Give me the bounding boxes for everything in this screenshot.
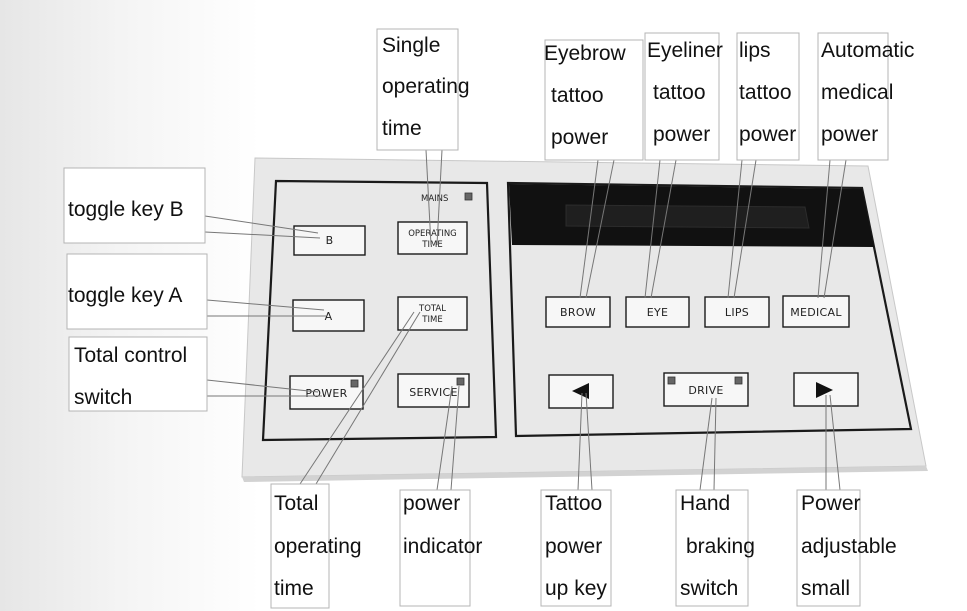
callout-automatic-medical-power-line2: medical — [821, 81, 893, 104]
right-section-frame — [506, 181, 913, 438]
callout-tattoo-power-up-key-line2: power — [545, 535, 602, 558]
callout-automatic-medical-power-line3: power — [821, 123, 878, 146]
medical-button-label: MEDICAL — [790, 306, 842, 319]
lips-button-label: LIPS — [725, 306, 749, 319]
callout-eyebrow-tattoo-power-line1: Eyebrow — [544, 42, 627, 65]
mains-led — [464, 192, 473, 201]
leader-lines — [204, 149, 847, 491]
service-button-label: SERVICE — [409, 386, 457, 399]
callout-power-adjustable-small-line2: adjustable — [801, 535, 897, 558]
power-button-label: POWER — [305, 387, 347, 400]
callout-eyeliner-tattoo-power-line2: tattoo — [653, 81, 706, 104]
callout-total-operating-time-line2: operating — [274, 535, 362, 558]
panel-shadow — [242, 466, 928, 482]
power-button[interactable]: POWER — [289, 375, 364, 410]
service-led — [456, 377, 465, 386]
callout-box-power-indicator — [399, 489, 471, 607]
power-led — [350, 379, 359, 388]
total-time-label-line2: TIME — [421, 315, 442, 325]
total-time-label-line1: TOTAL — [418, 304, 446, 314]
left-section-frame — [261, 179, 498, 442]
callout-single-operating-time-line2: operating — [382, 75, 470, 98]
b-button-label: B — [326, 234, 334, 247]
drive-button[interactable]: DRIVE — [663, 372, 749, 407]
callout-total-operating-time-line3: time — [274, 577, 314, 600]
callout-single-operating-time-line1: Single — [382, 34, 440, 57]
eye-button-label: EYE — [647, 306, 669, 319]
callout-box-hand-braking-switch — [675, 489, 749, 607]
brow-button[interactable]: BROW — [545, 296, 611, 328]
lips-button[interactable]: LIPS — [704, 296, 770, 328]
b-button[interactable]: B — [293, 225, 366, 256]
callout-eyebrow-tattoo-power-line2: tattoo — [551, 84, 604, 107]
callout-box-lips-tattoo-power — [736, 32, 800, 161]
callout-box-eyebrow-tattoo-power — [544, 39, 644, 161]
operating-time-label-line1: OPERATING — [408, 229, 457, 239]
callout-eyeliner-tattoo-power-line1: Eyeliner — [647, 39, 723, 62]
callout-hand-braking-switch-line2: braking — [686, 535, 755, 558]
total-time-button[interactable]: TOTAL TIME — [397, 296, 468, 331]
callout-power-adjustable-small-line3: small — [801, 577, 850, 600]
right-arrow-icon — [816, 382, 833, 398]
medical-button[interactable]: MEDICAL — [782, 295, 850, 328]
callout-total-control-switch-line2: switch — [74, 386, 132, 409]
callout-total-control-switch-line1: Total control — [74, 344, 187, 367]
drive-led-right — [734, 376, 743, 385]
eye-button[interactable]: EYE — [625, 296, 690, 328]
callout-lips-tattoo-power-line3: power — [739, 123, 796, 146]
callout-hand-braking-switch-line3: switch — [680, 577, 738, 600]
power-up-arrow-button[interactable] — [548, 374, 614, 409]
mains-label: MAINS — [421, 194, 448, 204]
callout-box-total-control-switch — [68, 336, 208, 412]
callout-power-indicator-line1: power — [403, 492, 460, 515]
callout-automatic-medical-power-line1: Automatic — [821, 39, 914, 62]
callout-lips-tattoo-power-line2: tattoo — [739, 81, 792, 104]
left-arrow-icon — [572, 383, 589, 399]
callout-box-eyeliner-tattoo-power — [644, 32, 720, 161]
callout-box-single-operating-time — [376, 28, 459, 151]
drive-button-label: DRIVE — [688, 384, 723, 397]
callout-toggle-key-a: toggle key A — [68, 284, 182, 307]
callout-total-operating-time-line1: Total — [274, 492, 318, 515]
callout-box-toggle-key-b — [63, 167, 206, 244]
service-button[interactable]: SERVICE — [397, 373, 470, 408]
callout-eyebrow-tattoo-power-line3: power — [551, 126, 608, 149]
callout-tattoo-power-up-key-line3: up key — [545, 577, 607, 600]
operating-time-button[interactable]: OPERATING TIME — [397, 221, 468, 255]
operating-time-label-line2: TIME — [421, 240, 442, 250]
callout-box-toggle-key-a — [66, 253, 208, 330]
callout-power-indicator-line2: indicator — [403, 535, 482, 558]
callout-single-operating-time-line3: time — [382, 117, 422, 140]
callout-box-power-adjustable-small — [796, 489, 861, 607]
callout-box-total-operating-time — [270, 483, 330, 609]
brow-button-label: BROW — [560, 306, 596, 319]
drive-led-left — [667, 376, 676, 385]
callout-box-tattoo-power-up-key — [540, 489, 612, 607]
a-button-label: A — [325, 310, 333, 323]
callout-power-adjustable-small-line1: Power — [801, 492, 861, 515]
callout-tattoo-power-up-key-line1: Tattoo — [545, 492, 602, 515]
callout-hand-braking-switch-line1: Hand — [680, 492, 730, 515]
callout-box-automatic-medical-power — [817, 32, 889, 161]
callout-eyeliner-tattoo-power-line3: power — [653, 123, 710, 146]
callout-toggle-key-b: toggle key B — [68, 198, 184, 221]
callout-lips-tattoo-power-line1: lips — [739, 39, 771, 62]
